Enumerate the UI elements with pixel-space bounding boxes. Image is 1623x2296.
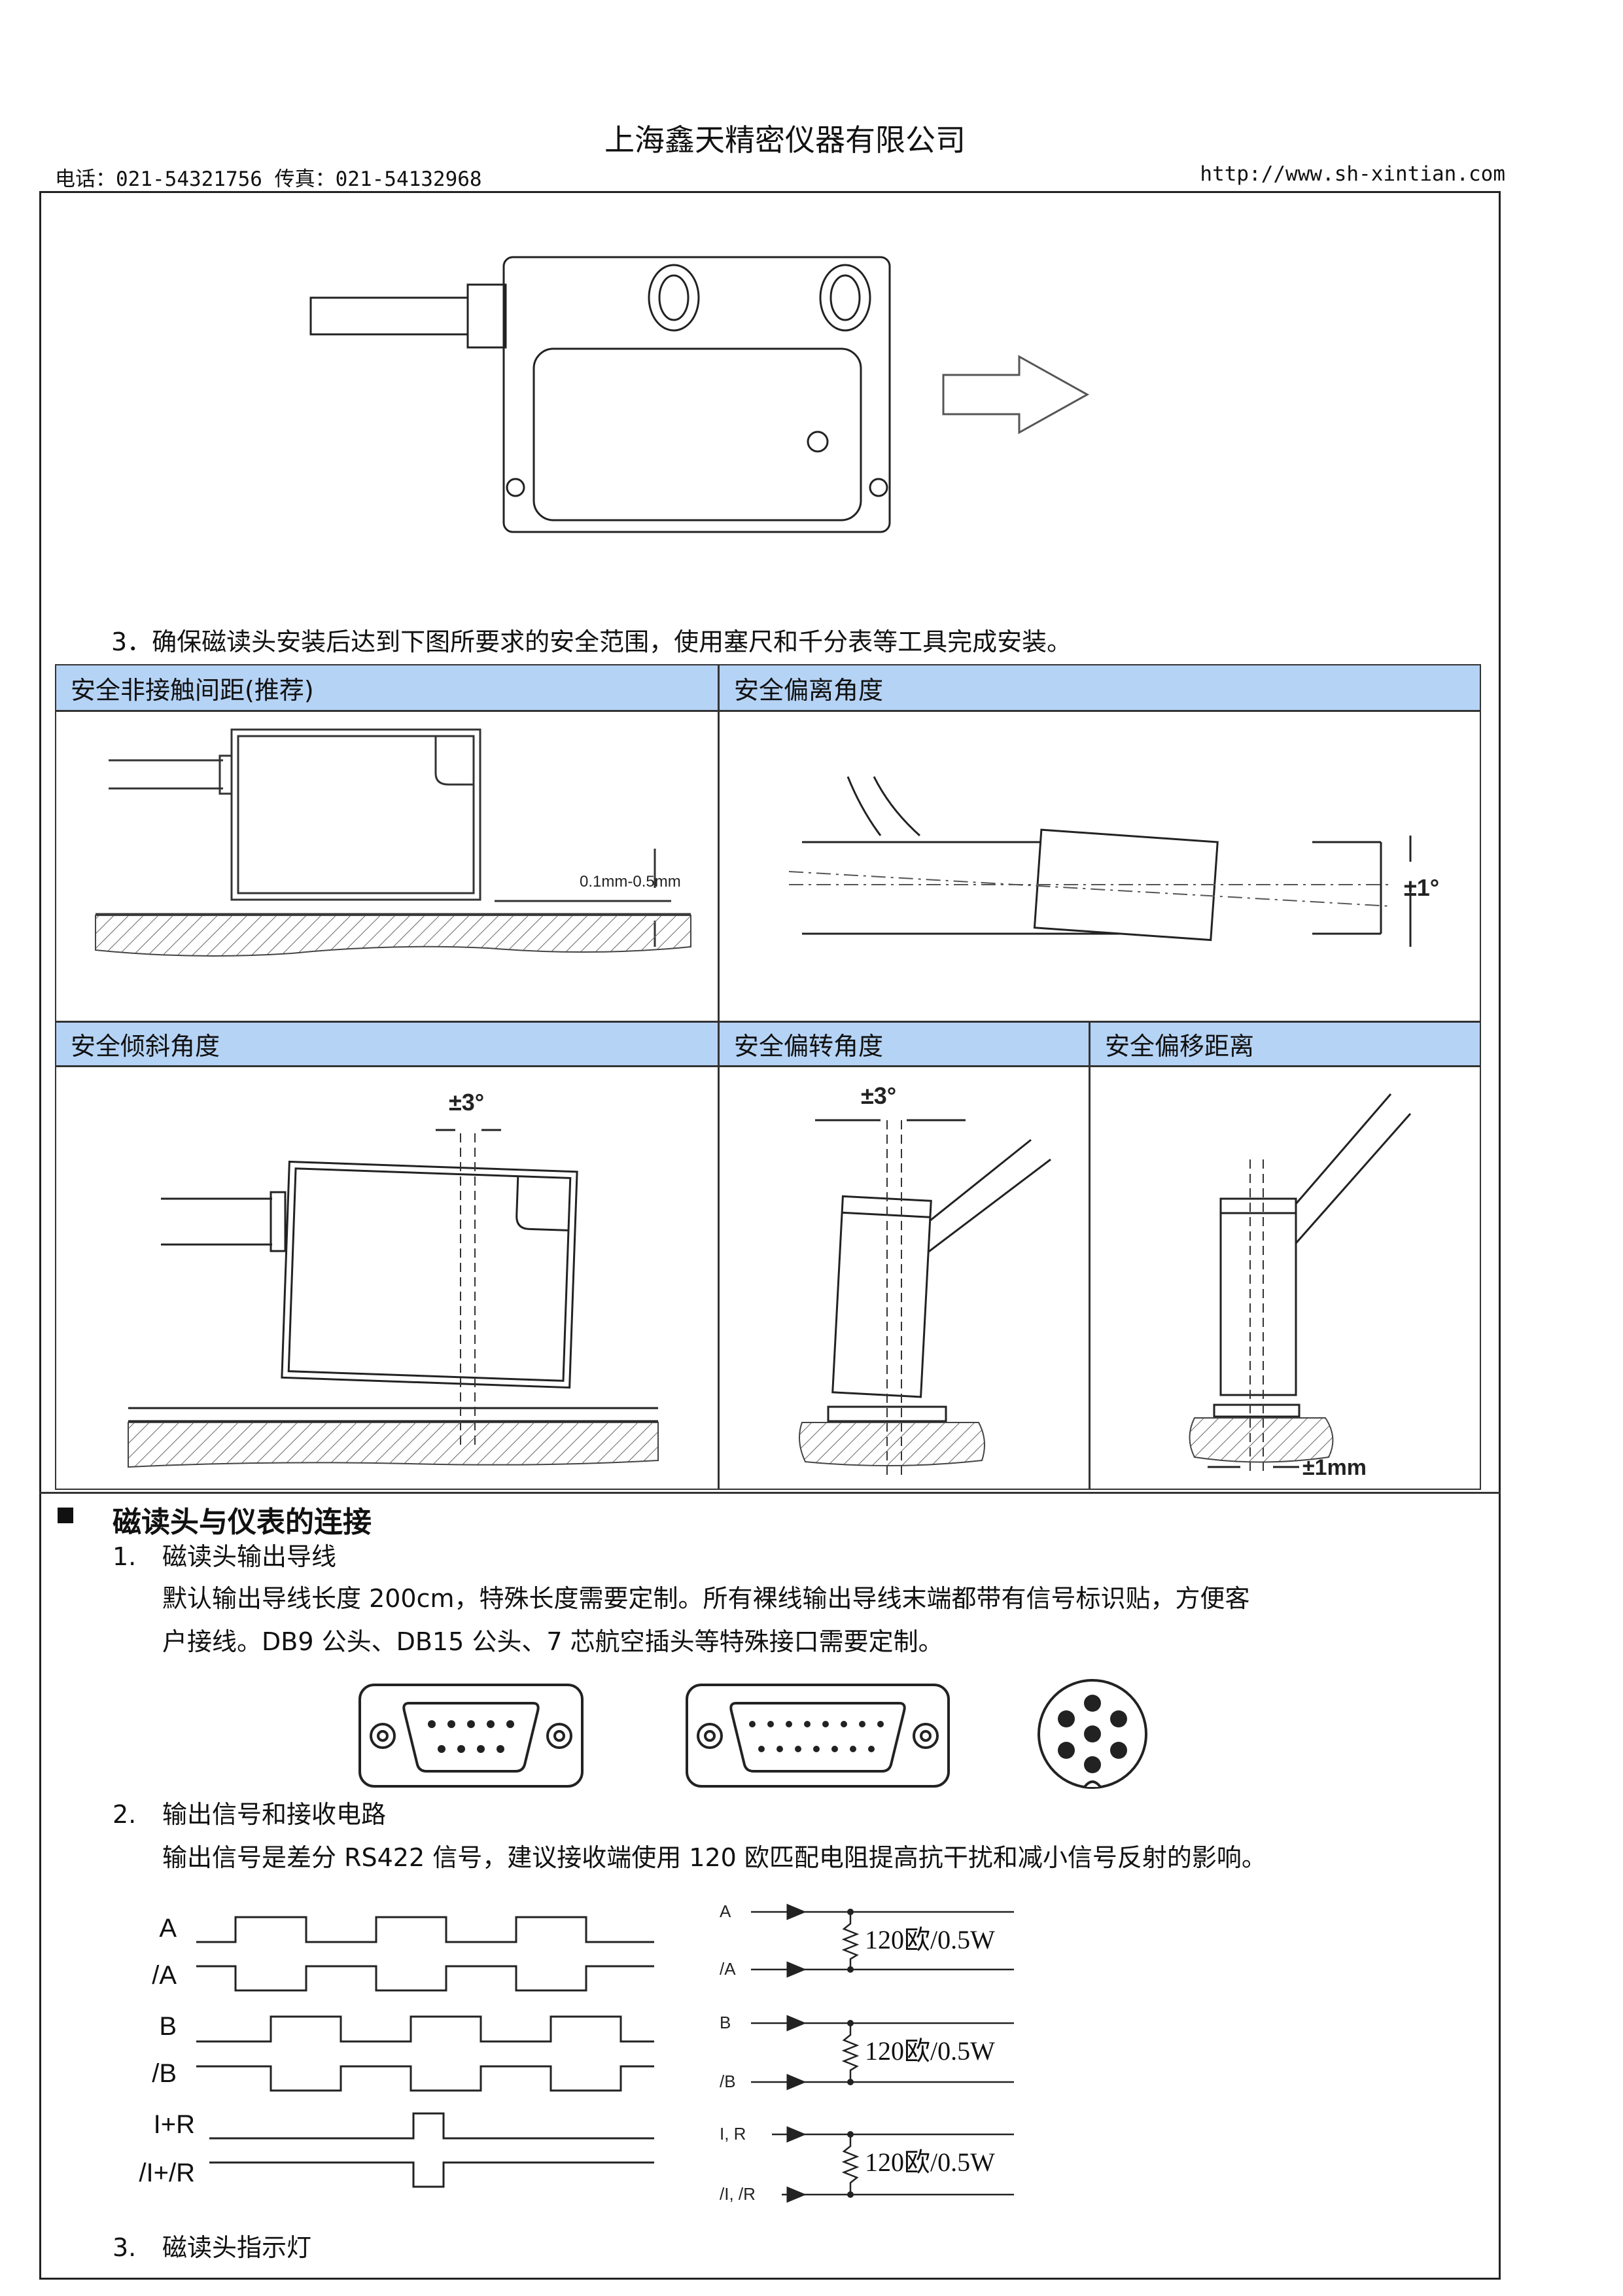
signal-label-b-inv: /B (152, 2059, 177, 2088)
wave-index-inv (209, 2161, 654, 2188)
tilt-diagram: ±3° (128, 1089, 659, 1468)
gap-header: 安全非接触间距(推荐) (56, 665, 718, 710)
signal-label-index: I+R (154, 2110, 195, 2139)
page-frame (39, 191, 1501, 2280)
db9-connector-icon (358, 1684, 584, 1788)
circuit-label-b: B (720, 2013, 731, 2032)
wave-a-inv (196, 1965, 654, 1992)
item1-title: 磁读头输出导线 (162, 1542, 337, 1571)
tilt-header: 安全倾斜角度 (56, 1023, 718, 1065)
resistor-label-3: 120欧/0.5W (865, 2147, 995, 2177)
lateral-offset-diagram: ±1mm (1189, 1093, 1412, 1480)
resistor-label-2: 120欧/0.5W (865, 2036, 995, 2066)
offset-angle-label: ±1° (1404, 874, 1439, 901)
tolerance-table: 安全非接触间距(推荐) 安全偏离角度 安全倾斜角度 安全偏转角度 安全偏移距离 … (55, 664, 1481, 1490)
connection-title: 磁读头与仪表的连接 (113, 1506, 372, 1539)
item1-line1: 默认输出导线长度 200cm，特殊长度需要定制。所有裸线输出导线末端都带有信号标… (162, 1584, 1250, 1613)
resistor-label-1: 120欧/0.5W (865, 1925, 995, 1954)
yaw-label: ±3° (861, 1082, 896, 1109)
item2-line1: 输出信号是差分 RS422 信号，建议接收端使用 120 欧匹配电阻提高抗干扰和… (162, 1843, 1266, 1872)
direction-arrow-icon (942, 355, 1090, 434)
circuit-label-index: I, R (720, 2124, 746, 2144)
gap-label: 0.1mm-0.5mm (580, 873, 681, 891)
signal-label-b: B (159, 2012, 177, 2041)
signal-label-index-inv: /I+/R (139, 2159, 195, 2187)
wave-a (196, 1916, 654, 1943)
offset-angle-diagram: ±1° (788, 776, 1439, 947)
wave-b (196, 2015, 654, 2043)
yaw-diagram: ±3° (799, 1082, 1051, 1480)
gap-diagram: 0.1mm-0.5mm (95, 728, 691, 957)
circuit-label-a-inv: /A (720, 1959, 736, 1979)
signal-waveforms: A /A B /B I+R /I+/R (139, 1914, 654, 2188)
contact-info: 电话：021-54321756 传真：021-54132968 (55, 168, 482, 191)
wave-index (209, 2112, 654, 2140)
lateral-label: ±1mm (1302, 1455, 1367, 1480)
item2-title: 输出信号和接收电路 (162, 1800, 387, 1829)
receiver-circuit: A /A B /B I, R /I, /R 120欧/0.5W 120欧/0.5… (720, 1901, 1014, 2204)
item3-number: 3. (113, 2233, 137, 2262)
wave-b-inv (196, 2065, 654, 2092)
tilt-label: ±3° (449, 1089, 484, 1116)
item1-number: 1. (113, 1542, 137, 1571)
connectors-row (358, 1679, 1147, 1789)
item2-number: 2. (113, 1800, 137, 1829)
read-head-drawing (309, 256, 1090, 533)
db15-connector-icon (686, 1684, 950, 1788)
company-name: 上海鑫天精密仪器有限公司 (604, 122, 966, 158)
circuit-label-b-inv: /B (720, 2072, 736, 2091)
section-bullet (58, 1508, 73, 1526)
website-link[interactable]: http://www.sh-xintian.com (1200, 162, 1505, 186)
item3-title: 磁读头指示灯 (162, 2233, 312, 2262)
step3-text: 3．确保磁读头安装后达到下图所要求的安全范围，使用塞尺和千分表等工具完成安装。 (111, 627, 1072, 656)
signal-label-a-inv: /A (152, 1961, 177, 1990)
circuit-label-index-inv: /I, /R (720, 2184, 756, 2204)
item1-line2: 户接线。DB9 公头、DB15 公头、7 芯航空插头等特殊接口需要定制。 (162, 1627, 943, 1656)
offset-angle-header: 安全偏离角度 (720, 665, 1480, 710)
lateral-header: 安全偏移距离 (1091, 1023, 1480, 1065)
signal-label-a: A (159, 1914, 177, 1943)
aviation-plug-icon (1038, 1679, 1147, 1789)
yaw-header: 安全偏转角度 (720, 1023, 1089, 1065)
circuit-label-a: A (720, 1901, 731, 1921)
